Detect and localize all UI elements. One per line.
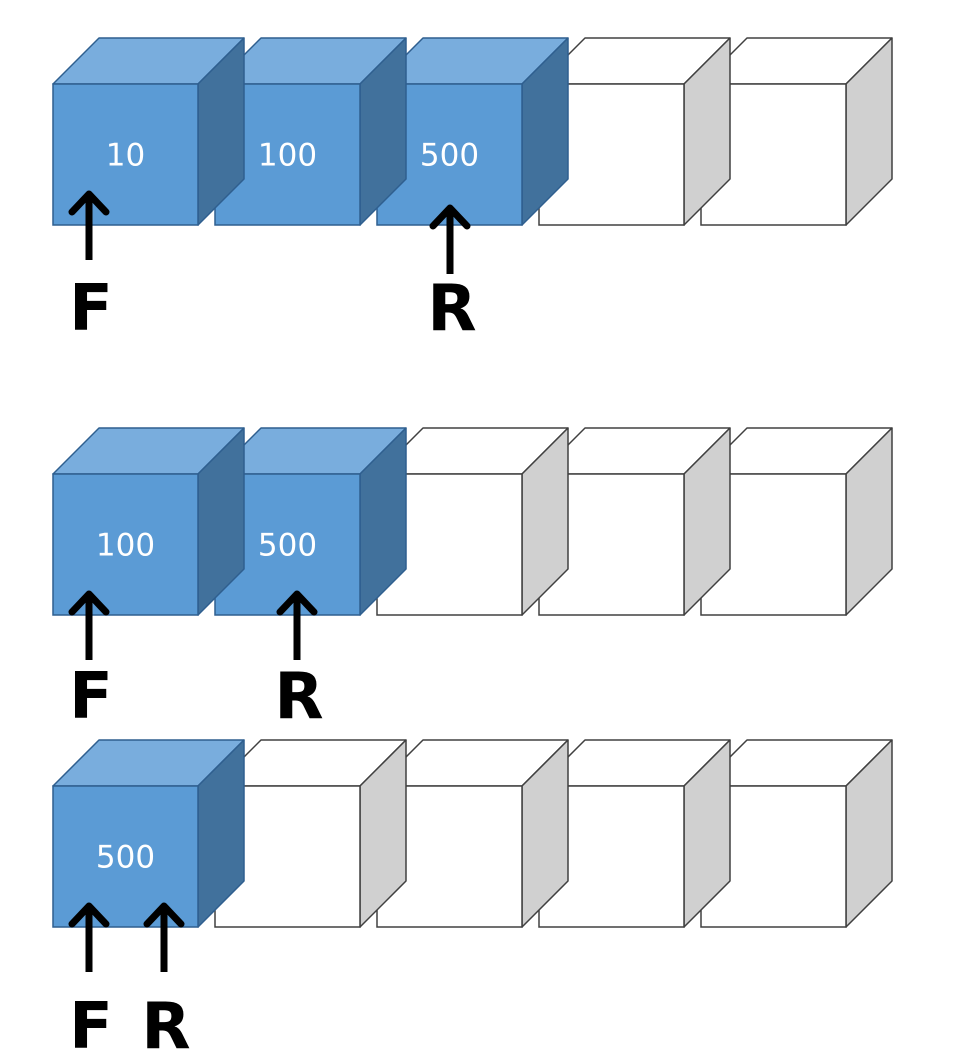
arrow-up-icon <box>276 590 318 616</box>
cube-front-face <box>52 785 199 928</box>
queue-cell-empty <box>538 427 731 616</box>
front-pointer: F <box>68 590 113 734</box>
queue-cell-filled: 10 <box>52 37 245 226</box>
cell-value: 500 <box>258 528 317 564</box>
queue-row-1: 500 100 10F R <box>52 37 893 346</box>
front-label: F <box>69 990 113 1058</box>
cube-front-face <box>52 473 199 616</box>
rear-pointer: R <box>274 590 324 734</box>
queue-cell-empty <box>376 427 569 616</box>
front-label: F <box>69 660 113 734</box>
front-pointer: F <box>68 902 113 1058</box>
rear-label: R <box>427 272 476 346</box>
arrow-up-icon <box>68 902 110 928</box>
cell-value: 10 <box>106 138 145 174</box>
queue-cell-filled: 100 <box>52 427 245 616</box>
front-pointer: F <box>68 190 113 346</box>
cell-value: 500 <box>420 138 479 174</box>
queue-cell-empty <box>538 37 731 226</box>
rear-pointer: R <box>427 204 477 346</box>
arrow-up-icon <box>68 190 110 216</box>
cell-value: 100 <box>258 138 317 174</box>
cell-value: 100 <box>96 528 155 564</box>
arrow-up-icon <box>143 902 185 928</box>
cell-value: 500 <box>96 840 155 876</box>
front-label: F <box>69 272 113 346</box>
rear-label: R <box>274 660 323 734</box>
arrow-up-icon <box>429 204 471 230</box>
rear-pointer: R <box>141 902 191 1058</box>
rear-label: R <box>141 990 190 1058</box>
queue-cell-filled: 500 <box>52 739 245 928</box>
arrow-up-icon <box>68 590 110 616</box>
